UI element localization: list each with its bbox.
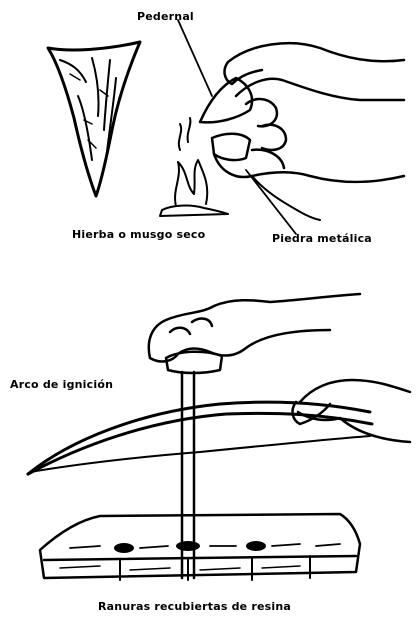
pedernal-leader-line <box>178 20 212 96</box>
label-pedernal: Pedernal <box>137 10 194 23</box>
label-hierba: Hierba o musgo seco <box>72 228 205 241</box>
bow-hand-drawing <box>293 380 410 442</box>
piedra-leader-line <box>246 170 296 234</box>
label-piedra: Piedra metálica <box>272 232 372 245</box>
fireboard-drawing <box>40 514 360 580</box>
hand-with-flint-drawing <box>200 43 404 220</box>
label-arco: Arco de ignición <box>10 378 113 391</box>
small-fire-drawing <box>160 118 228 216</box>
label-ranuras: Ranuras recubiertas de resina <box>98 600 291 613</box>
tinder-cone-drawing <box>48 42 140 196</box>
top-hand-drawing <box>149 294 360 373</box>
